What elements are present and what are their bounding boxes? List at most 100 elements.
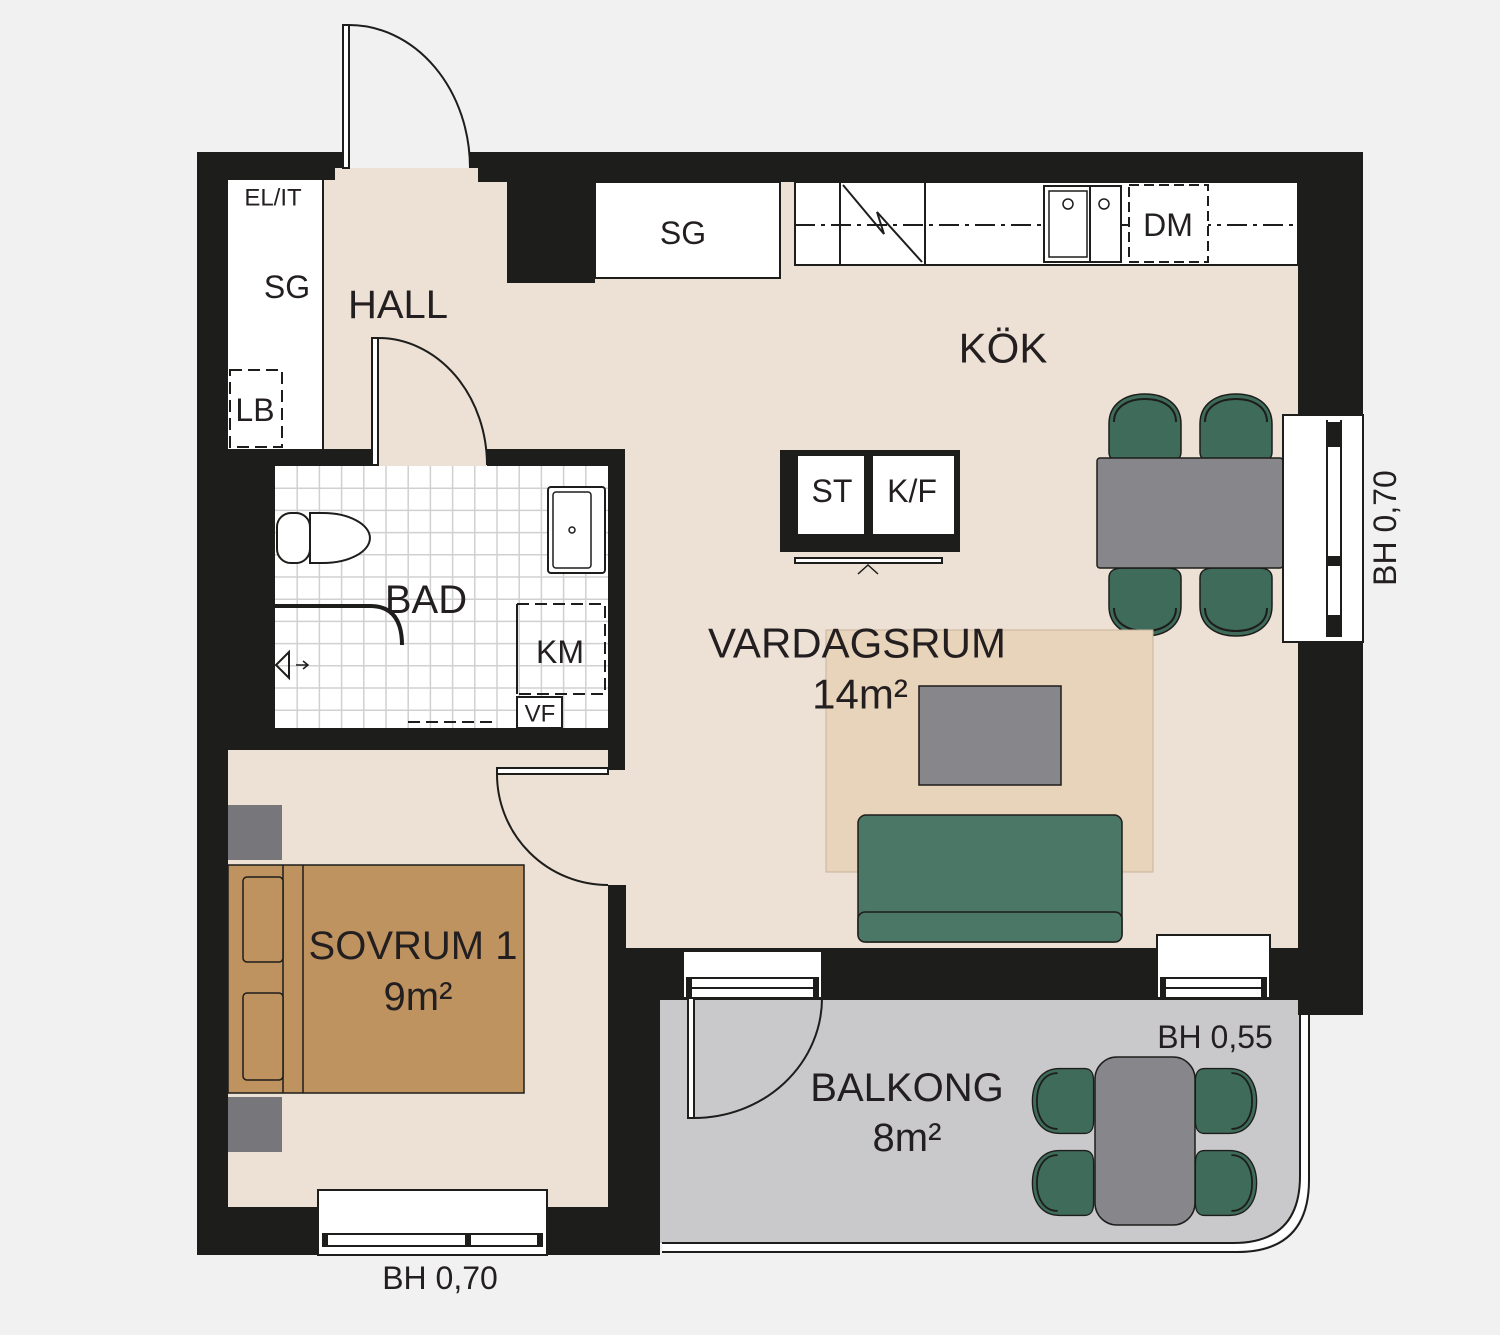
bedroom-label: SOVRUM 1: [309, 924, 518, 968]
hall-closet-area: [228, 180, 322, 450]
toilet: [309, 512, 371, 564]
chair-backrest: [1231, 1154, 1254, 1212]
window-mullion: [465, 1234, 471, 1246]
electrical-label: EL/IT: [244, 185, 302, 212]
living-furniture: [825, 629, 1154, 943]
washbasin-bowl: [552, 491, 592, 569]
window-frame: [1282, 414, 1364, 643]
balcony-rail: [662, 1015, 1310, 1253]
shower-arrow-icon: [296, 660, 310, 670]
door-swing-arc: [348, 24, 471, 169]
balcony-chair: [1194, 1149, 1258, 1217]
chair-backrest: [1204, 607, 1268, 633]
balcony-furniture: [1031, 1056, 1258, 1226]
hall-label: HALL: [348, 283, 448, 327]
balcony-rail-outer: [662, 1015, 1310, 1253]
bathroom-wall-bottom: [228, 728, 625, 750]
shower-screen: [275, 604, 404, 646]
chair-seat: [1108, 567, 1182, 637]
chair-backrest: [1035, 1154, 1058, 1212]
dining-chair: [1108, 567, 1182, 637]
window-mullion: [1160, 978, 1166, 998]
linen-cabinet-outline: [229, 369, 283, 448]
balcony-rail-inner: [662, 1015, 1301, 1244]
kitchen-label: KÖK: [959, 325, 1048, 372]
wall-top-right: [478, 152, 1363, 182]
window-mullion: [322, 1234, 328, 1246]
water-heater-label: VF: [525, 701, 556, 728]
balcony-table: [1094, 1056, 1196, 1226]
kitchen-wardrobe-label: SG: [660, 215, 706, 251]
dining-table: [1096, 457, 1284, 569]
windows: [317, 414, 1364, 1256]
chair-backrest: [1113, 397, 1177, 423]
door-swing-arc: [693, 997, 823, 1119]
bedroom-furniture: [227, 805, 525, 1152]
door-swing-arc: [496, 773, 609, 886]
kitchen-island: [780, 450, 960, 575]
chair-backrest: [1035, 1072, 1058, 1130]
doors: [342, 24, 823, 1119]
balcony-chair: [1194, 1067, 1258, 1135]
bathroom: [274, 466, 608, 729]
bathroom-wall-right: [608, 449, 625, 770]
balcony-label: BALKONG: [810, 1066, 1003, 1110]
living-area: 14m²: [812, 671, 908, 718]
stove-label: ST: [812, 473, 853, 509]
stove-symbol: [842, 184, 923, 263]
sink-drain-right: [1098, 198, 1110, 210]
nightstand-top: [228, 805, 282, 860]
bedroom-area: 9m²: [384, 975, 453, 1019]
bathroom-door: [371, 337, 488, 466]
washer-label: KM: [536, 634, 584, 670]
dishwasher-label: DM: [1143, 207, 1193, 243]
dining-chair: [1199, 567, 1273, 637]
balcony-door-window: [682, 950, 823, 999]
door-leaf: [496, 767, 609, 775]
shower-head-icon: [274, 649, 290, 681]
chair-seat: [1031, 1149, 1095, 1217]
bathroom-wall-left: [228, 450, 275, 750]
chair-seat: [1199, 393, 1273, 463]
fridge-freezer-label: K/F: [887, 473, 937, 509]
window-frame: [682, 950, 823, 999]
window-mullion: [813, 978, 819, 998]
stove-cabinet: [796, 454, 866, 536]
door-swing-arc: [377, 337, 488, 466]
washbasin: [547, 486, 606, 574]
bedroom-door: [496, 767, 609, 886]
chair-backrest: [1204, 397, 1268, 423]
dining-set: [1096, 393, 1284, 637]
window-mullion: [1327, 556, 1341, 566]
balcony-area: 8m²: [873, 1116, 942, 1160]
sofa-front-cushion: [857, 911, 1123, 943]
chair-seat: [1194, 1067, 1258, 1135]
entry-jamb-left: [335, 152, 343, 168]
bathroom-wall-top-right: [487, 449, 625, 466]
window-mullion: [1261, 978, 1267, 998]
sink-basin: [1048, 190, 1088, 258]
balcony-wall-left: [608, 948, 660, 1255]
kitchen-fixtures: [594, 181, 1299, 279]
door-leaf: [342, 24, 350, 169]
window-mullion: [686, 978, 692, 998]
fridge-freezer-cabinet: [871, 454, 956, 536]
balcony-rail-fill: [662, 1015, 1308, 1251]
labels: EL/IT SG HALL LB SG DM KÖK ST K/F BAD KM…: [235, 185, 1403, 1297]
island-arrow-icon: [857, 563, 879, 575]
coffee-table: [918, 685, 1062, 786]
sink-drain-left: [1062, 198, 1074, 210]
window-frame: [317, 1189, 548, 1256]
pillow: [242, 992, 284, 1081]
living-window: [1282, 414, 1364, 643]
bedroom-wall-right: [608, 885, 626, 948]
dining-chair: [1199, 393, 1273, 463]
kitchen-column: [507, 180, 595, 283]
chair-backrest: [1231, 1072, 1254, 1130]
linen-label: LB: [235, 392, 274, 428]
hall-closet: [228, 166, 324, 450]
wall-left: [197, 152, 228, 1255]
dining-chair: [1108, 393, 1182, 463]
balcony-chair: [1031, 1067, 1095, 1135]
